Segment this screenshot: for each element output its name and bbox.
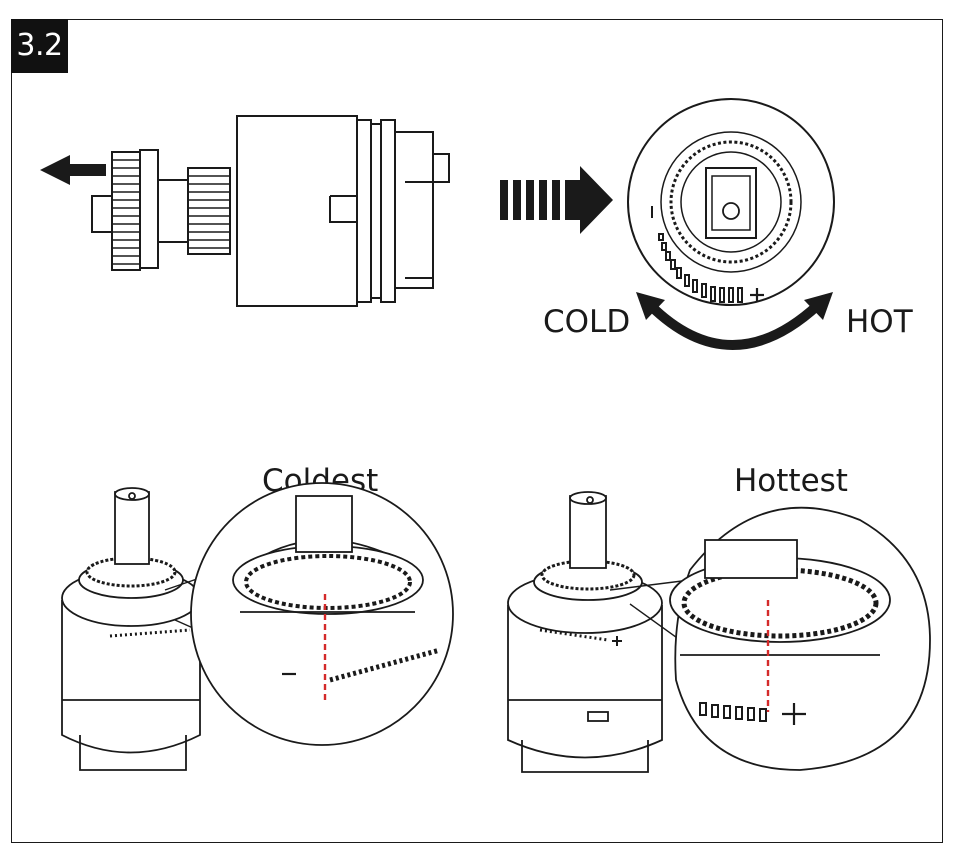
plus-icon bbox=[750, 288, 764, 302]
coldest-cartridge bbox=[61, 482, 454, 771]
cartridge-top-view bbox=[627, 98, 835, 306]
hot-label: HOT bbox=[846, 304, 914, 340]
plus-icon bbox=[612, 636, 622, 646]
hottest-cartridge bbox=[507, 491, 931, 773]
hottest-label: Hottest bbox=[734, 463, 848, 499]
figure-frame bbox=[11, 19, 943, 843]
cartridge-side-view bbox=[40, 115, 450, 307]
step-number-badge: 3.2 bbox=[11, 19, 68, 73]
rotation-arc-icon bbox=[636, 292, 833, 350]
pull-out-arrow-icon bbox=[40, 155, 106, 185]
view-direction-arrow-icon bbox=[500, 166, 613, 234]
plus-icon bbox=[782, 703, 806, 725]
cold-label: COLD bbox=[543, 304, 630, 340]
